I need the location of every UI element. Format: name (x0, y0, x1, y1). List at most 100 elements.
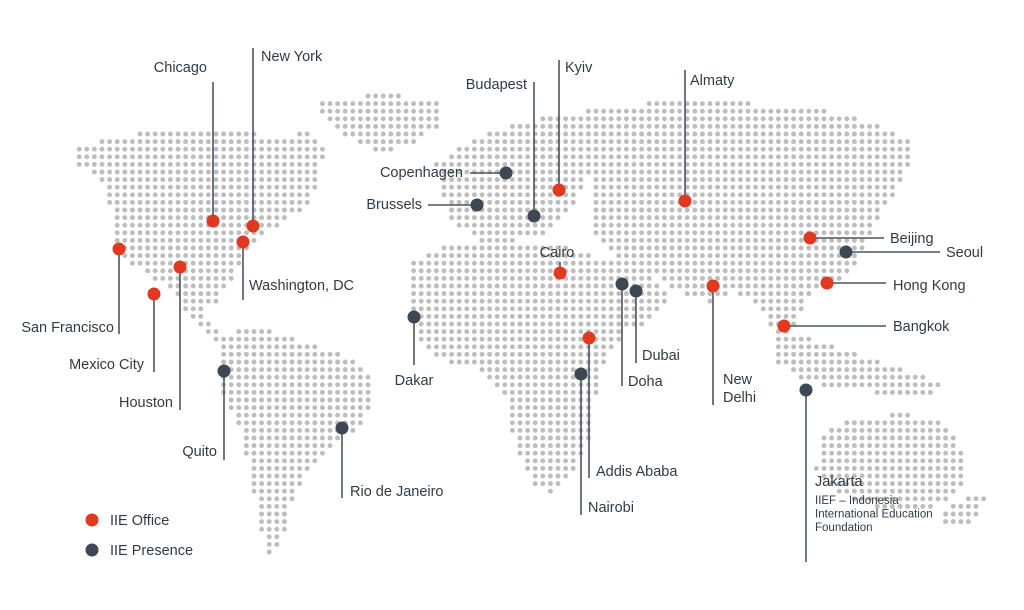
land-dot (836, 488, 842, 494)
land-dot (190, 207, 196, 213)
land-dot (813, 154, 819, 160)
land-dot (730, 169, 736, 175)
land-dot (905, 488, 911, 494)
land-dot (479, 313, 485, 319)
land-dot (532, 405, 538, 411)
land-dot (365, 397, 371, 403)
land-dot (335, 397, 341, 403)
land-dot (745, 123, 751, 129)
land-dot (487, 344, 493, 350)
land-dot (707, 245, 713, 251)
land-dot (722, 283, 728, 289)
land-dot (791, 253, 797, 259)
land-dot (821, 215, 827, 221)
land-dot (426, 108, 432, 114)
land-dot (859, 427, 865, 433)
land-dot (965, 511, 971, 517)
land-dot (965, 496, 971, 502)
land-dot (456, 344, 462, 350)
land-dot (616, 199, 622, 205)
land-dot (639, 275, 645, 281)
land-dot (228, 207, 234, 213)
land-dot (509, 123, 515, 129)
land-dot (555, 481, 561, 487)
land-dot (198, 139, 204, 145)
land-dot (753, 116, 759, 122)
land-dot (547, 116, 553, 122)
land-dot (669, 146, 675, 152)
land-dot (745, 184, 751, 190)
land-dot (167, 222, 173, 228)
land-dot (737, 161, 743, 167)
land-dot (646, 177, 652, 183)
land-dot (122, 169, 128, 175)
land-dot (494, 161, 500, 167)
land-dot (289, 488, 295, 494)
land-dot (783, 177, 789, 183)
land-dot (684, 139, 690, 145)
land-dot (775, 146, 781, 152)
land-dot (525, 359, 531, 365)
land-dot (707, 230, 713, 236)
land-dot (464, 222, 470, 228)
land-dot (365, 389, 371, 395)
land-dot (851, 169, 857, 175)
land-dot (669, 275, 675, 281)
land-dot (509, 177, 515, 183)
land-dot (684, 161, 690, 167)
leader-lines (118, 48, 940, 562)
land-dot (297, 177, 303, 183)
land-dot (471, 351, 477, 357)
land-dot (380, 139, 386, 145)
land-dot (593, 184, 599, 190)
land-dot (547, 306, 553, 312)
land-dot (228, 199, 234, 205)
land-dot (791, 313, 797, 319)
land-dot (441, 306, 447, 312)
land-dot (274, 481, 280, 487)
land-dot (623, 177, 629, 183)
land-dot (631, 161, 637, 167)
land-dot (737, 230, 743, 236)
land-dot (753, 237, 759, 243)
land-dot (707, 275, 713, 281)
land-dot (190, 313, 196, 319)
land-dot (449, 336, 455, 342)
land-dot (593, 359, 599, 365)
land-dot (737, 291, 743, 297)
land-dot (517, 306, 523, 312)
land-dot (616, 207, 622, 213)
land-dot (137, 230, 143, 236)
label-beijing: Beijing (890, 231, 934, 247)
land-dot (859, 215, 865, 221)
land-dot (806, 359, 812, 365)
land-dot (836, 207, 842, 213)
land-dot (844, 382, 850, 388)
land-dot (274, 412, 280, 418)
land-dot (335, 382, 341, 388)
land-dot (753, 108, 759, 114)
land-dot (236, 374, 242, 380)
land-dot (297, 359, 303, 365)
land-dot (547, 321, 553, 327)
land-dot (715, 260, 721, 266)
land-dot (639, 199, 645, 205)
land-dot (509, 268, 515, 274)
land-dot (745, 260, 751, 266)
land-dot (950, 435, 956, 441)
land-dot (494, 351, 500, 357)
land-dot (350, 397, 356, 403)
land-dot (449, 177, 455, 183)
land-dot (426, 253, 432, 259)
land-dot (593, 389, 599, 395)
land-dot (350, 101, 356, 107)
land-dot (418, 329, 424, 335)
land-dot (692, 268, 698, 274)
land-dot (707, 199, 713, 205)
land-dot (829, 230, 835, 236)
land-dot (874, 359, 880, 365)
land-dot (821, 161, 827, 167)
land-dot (160, 207, 166, 213)
land-dot (570, 146, 576, 152)
land-dot (494, 192, 500, 198)
